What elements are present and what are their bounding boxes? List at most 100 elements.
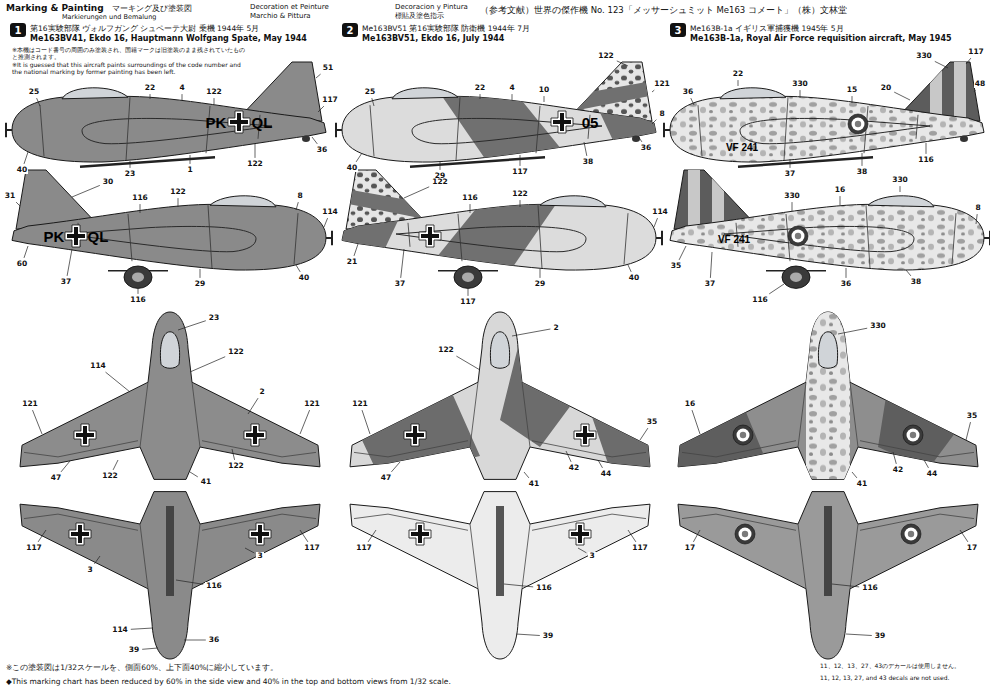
leader-line	[512, 329, 550, 336]
callout-number: 48	[974, 80, 986, 88]
callout-number: 37	[784, 170, 796, 178]
callout-number: 122	[437, 346, 455, 354]
leader-line	[190, 357, 225, 372]
leader-line	[504, 584, 533, 587]
marking-code: QL	[252, 115, 273, 130]
side-view	[670, 96, 984, 162]
top-view	[24, 382, 316, 457]
side-view	[868, 196, 934, 207]
leader-line	[38, 530, 46, 542]
side-view	[782, 266, 810, 288]
side-view	[124, 266, 152, 288]
side-view	[328, 194, 563, 274]
leader-line	[693, 530, 700, 542]
caption-text: ※It is guessed that this aircraft paints…	[12, 61, 247, 75]
leader-line	[862, 153, 863, 166]
callout-number: 41	[528, 480, 540, 488]
leader-line	[894, 92, 910, 100]
side-view	[412, 118, 602, 143]
side-view	[12, 96, 326, 162]
callout-number: 121	[653, 80, 671, 88]
side-view	[62, 88, 128, 99]
top-view	[668, 312, 958, 479]
callout-number: 36	[640, 144, 652, 152]
callout-number: 40	[16, 166, 28, 174]
callout-number: 60	[16, 260, 28, 268]
side-view	[40, 97, 260, 160]
callout-number: 25	[364, 88, 376, 96]
leader-line	[176, 580, 203, 584]
leader-line	[24, 246, 28, 258]
leader-line	[840, 196, 841, 205]
leader-line	[893, 452, 896, 464]
leader-line	[232, 449, 235, 460]
national-marking	[69, 523, 91, 545]
leader-line	[966, 422, 971, 440]
leader-line	[652, 90, 654, 92]
bottom-view	[496, 506, 504, 596]
side-view	[540, 196, 606, 207]
callout-number: 10	[538, 86, 550, 94]
top-view	[806, 312, 850, 479]
leader-line	[190, 155, 191, 164]
caption-text: Decoracion y Pintura	[395, 3, 468, 11]
side-view	[632, 136, 640, 142]
callout-number: 330	[783, 192, 801, 200]
national-marking	[65, 225, 87, 247]
national-marking	[733, 425, 753, 445]
callout-number: 114	[321, 208, 339, 216]
leader-line	[113, 460, 118, 470]
callout-number: 47	[50, 474, 62, 482]
leader-line	[140, 204, 141, 213]
leader-line	[368, 530, 376, 542]
callout-number: 40	[628, 274, 640, 282]
national-marking	[404, 424, 426, 446]
leader-line	[61, 461, 70, 472]
top-view	[354, 382, 646, 457]
top-view	[340, 312, 660, 479]
callout-number: 117	[321, 96, 339, 104]
callout-number: 36	[840, 280, 852, 288]
marking-code: PK	[206, 115, 227, 130]
callout-number: 37	[704, 280, 716, 288]
leader-line	[628, 265, 631, 272]
callout-number: 22	[732, 70, 744, 78]
side-view	[326, 231, 332, 245]
side-view	[664, 54, 984, 167]
national-marking	[569, 523, 591, 545]
callout-number: 4	[178, 84, 185, 92]
callout-number: 3	[86, 566, 93, 574]
leader-line	[300, 530, 308, 542]
leader-line	[935, 61, 948, 68]
callout-number: 17	[966, 544, 978, 552]
side-view	[720, 88, 786, 99]
leader-line	[255, 144, 256, 158]
callout-number: 41	[200, 478, 212, 486]
callout-number: 40	[346, 164, 358, 172]
national-marking	[735, 524, 755, 544]
caption-text: Decoration et Peinture	[250, 3, 329, 11]
side-view	[210, 196, 276, 207]
side-view	[78, 205, 298, 268]
leader-line	[391, 462, 400, 472]
side-view	[338, 188, 428, 220]
leader-line	[516, 634, 540, 636]
national-marking	[788, 226, 808, 246]
leader-line	[16, 202, 20, 206]
leader-line	[372, 98, 374, 106]
callout-number: 36	[682, 88, 694, 96]
leader-line	[584, 142, 587, 156]
caption-text: ※本機はコード番号の周囲のみ塗装され、国籍マークは旧塗装のまま残されていたものと…	[12, 46, 247, 60]
leader-line	[769, 284, 784, 294]
side-view	[66, 226, 256, 251]
callout-number: 122	[431, 178, 449, 186]
leader-line	[200, 269, 201, 278]
leader-line	[738, 80, 739, 86]
side-view	[736, 205, 956, 268]
top-view	[20, 312, 320, 479]
side-view	[738, 157, 873, 167]
leader-line	[924, 460, 929, 468]
callout-number: 121	[303, 400, 321, 408]
callout-number: 114	[111, 626, 129, 634]
